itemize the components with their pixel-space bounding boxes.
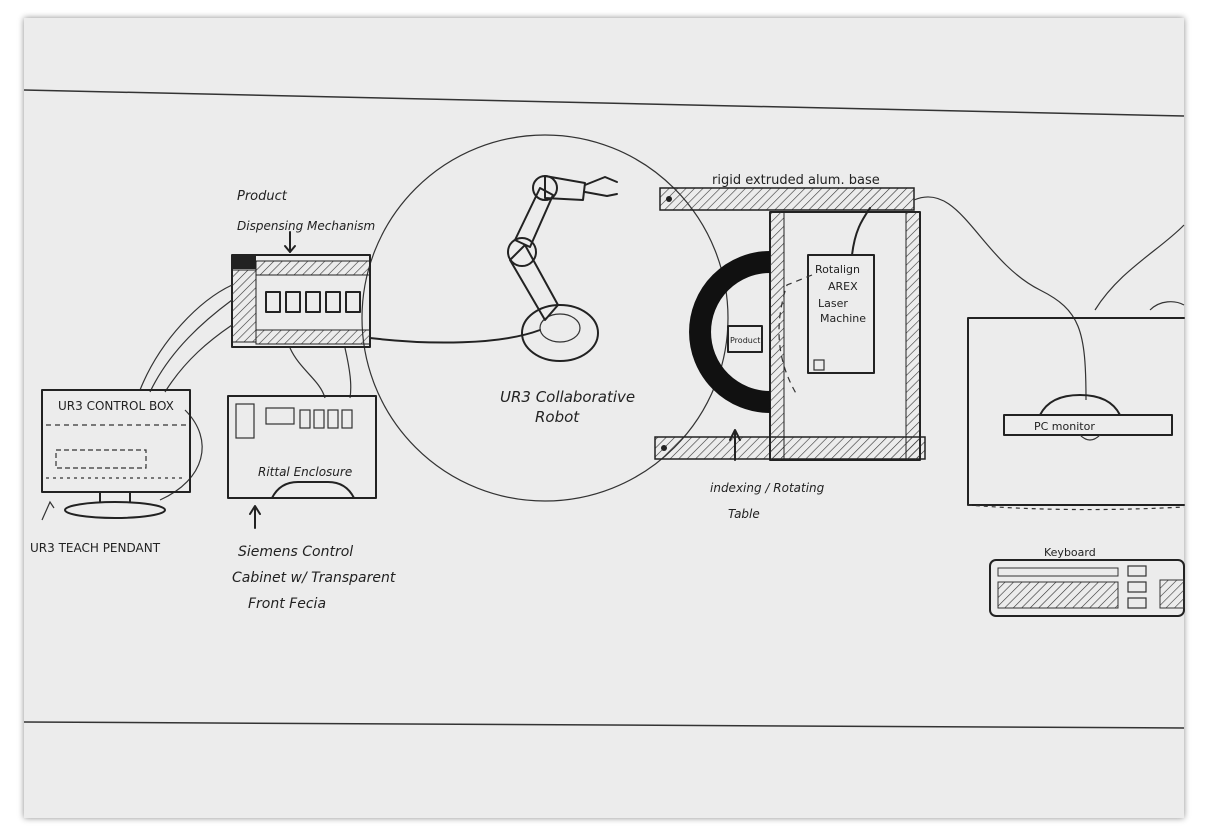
- cable-pendant: [160, 410, 202, 500]
- label-ur3-control-box: UR3 CONTROL BOX: [58, 399, 174, 413]
- label-keyboard: Keyboard: [1044, 546, 1096, 559]
- label-siemens-2: Cabinet w/ Transparent: [232, 570, 396, 586]
- keyboard: [990, 560, 1184, 616]
- cable-controlbox-to-dispenser-3: [165, 325, 232, 392]
- cable-dispenser-to-rittal-2: [345, 348, 351, 398]
- cable-base-to-pc: [914, 197, 1086, 400]
- cable-dispenser-to-robot: [370, 330, 540, 343]
- label-pc-monitor: PC monitor: [1034, 420, 1095, 433]
- label-laser-2: AREX: [828, 280, 858, 293]
- label-rittal-enclosure: Rittal Enclosure: [258, 465, 352, 479]
- label-laser-4: Machine: [820, 312, 866, 325]
- sheet-top-line: [24, 90, 1184, 116]
- sheet-bottom-line: [24, 722, 1184, 728]
- robot-arm: [508, 176, 617, 361]
- label-robot-2: Robot: [535, 408, 580, 426]
- rittal-enclosure: [228, 396, 376, 528]
- label-laser-1: Rotalign: [815, 263, 860, 276]
- label-product-dispensing-2: Dispensing Mechanism: [237, 219, 375, 233]
- laser-enclosure-frame: [770, 208, 920, 460]
- label-rigid-base: rigid extruded alum. base: [712, 173, 880, 188]
- label-table-2: Table: [728, 507, 760, 521]
- label-table-1: indexing / Rotating: [710, 481, 825, 495]
- label-robot-1: UR3 Collaborative: [500, 388, 635, 406]
- pc-desk: [968, 318, 1184, 510]
- label-siemens-3: Front Fecia: [248, 596, 326, 612]
- cable-controlbox-to-dispenser-1: [140, 285, 232, 390]
- label-product-dispensing-1: Product: [237, 189, 288, 204]
- label-laser-3: Laser: [818, 297, 848, 310]
- cable-pc-2: [1150, 302, 1184, 310]
- label-product: Product: [730, 336, 760, 345]
- rotating-table: [700, 262, 770, 460]
- label-siemens-1: Siemens Control: [238, 544, 353, 560]
- label-ur3-teach-pendant: UR3 TEACH PENDANT: [30, 541, 161, 555]
- dispensing-mechanism: [232, 232, 370, 347]
- cable-pc-1: [1095, 225, 1184, 310]
- cable-dispenser-to-rittal: [290, 348, 325, 398]
